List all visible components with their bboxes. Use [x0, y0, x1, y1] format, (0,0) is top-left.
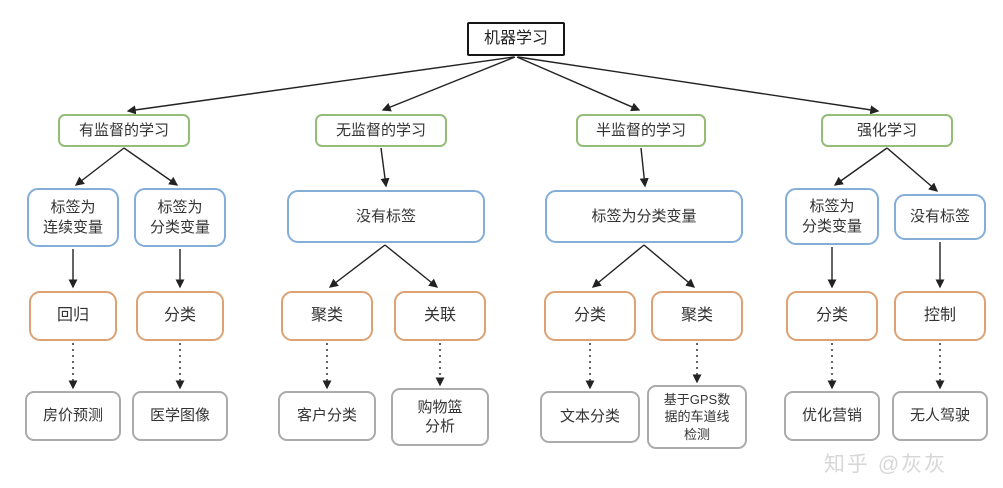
category-node-semisupervised: 半监督的学习 [576, 114, 706, 147]
example-node-text-classification: 文本分类 [540, 391, 640, 443]
example-node-house-price: 房价预测 [25, 391, 121, 441]
method-node-control: 控制 [894, 291, 986, 341]
condition-node-no-label-unsup: 没有标签 [287, 190, 485, 243]
category-node-unsupervised: 无监督的学习 [315, 114, 447, 147]
example-node-self-driving: 无人驾驶 [892, 391, 988, 441]
method-node-classification-sup: 分类 [136, 291, 224, 341]
condition-node-continuous-label: 标签为 连续变量 [27, 188, 119, 247]
example-node-medical-image: 医学图像 [132, 391, 228, 441]
method-node-classification-semi: 分类 [544, 291, 636, 341]
example-node-marketing-optimization: 优化营销 [784, 391, 880, 441]
example-node-customer-segmentation: 客户分类 [278, 391, 376, 441]
zhihu-watermark: 知乎 @灰灰 [824, 453, 948, 476]
condition-node-no-label-rl: 没有标签 [894, 194, 986, 240]
root-node: 机器学习 [467, 22, 565, 56]
condition-node-categorical-label-rl: 标签为 分类变量 [785, 188, 879, 245]
example-node-basket-analysis: 购物篮 分析 [391, 388, 489, 446]
category-node-reinforcement: 强化学习 [821, 114, 953, 147]
method-node-regression: 回归 [29, 291, 117, 341]
example-node-gps-lane-detection: 基于GPS数 据的车道线 检测 [647, 385, 747, 449]
method-node-classification-rl: 分类 [786, 291, 878, 341]
condition-node-categorical-label-semi: 标签为分类变量 [545, 190, 743, 243]
method-node-association: 关联 [394, 291, 486, 341]
method-node-clustering-semi: 聚类 [651, 291, 743, 341]
method-node-clustering-unsup: 聚类 [281, 291, 373, 341]
category-node-supervised: 有监督的学习 [58, 114, 190, 147]
condition-node-categorical-label-sup: 标签为 分类变量 [134, 188, 226, 247]
